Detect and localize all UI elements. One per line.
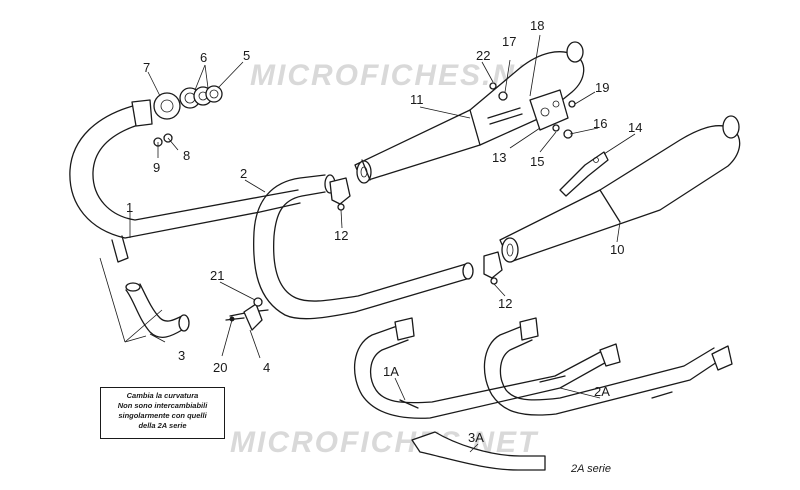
bracket-14 (559, 151, 609, 197)
muffler-10 (499, 115, 741, 263)
pipe-1a-outline (353, 317, 621, 419)
callout-3: 3 (178, 348, 185, 363)
pipe-3a-outline (411, 431, 546, 471)
note-line-1: Cambia la curvatura (126, 391, 199, 400)
callout-16: 16 (593, 116, 607, 131)
callout-7: 7 (143, 60, 150, 75)
callout-12-lower: 12 (498, 296, 512, 311)
callout-2a: 2A (594, 384, 610, 399)
note-line-3: singolarmente con quelli (118, 411, 207, 420)
callout-8: 8 (183, 148, 190, 163)
callout-5: 5 (243, 48, 250, 63)
clamp-12-lower (483, 251, 503, 285)
callout-9: 9 (153, 160, 160, 175)
callout-1: 1 (126, 200, 133, 215)
callout-17: 17 (502, 34, 516, 49)
callout-19: 19 (595, 80, 609, 95)
callout-6: 6 (200, 50, 207, 65)
callout-21: 21 (210, 268, 224, 283)
note-line-4: della 2A serie (138, 421, 187, 430)
note-box: Cambia la curvatura Non sono intercambia… (100, 387, 225, 439)
mount-plate-13 (487, 82, 576, 139)
callout-3a: 3A (468, 430, 484, 445)
clamp-12-upper (329, 177, 351, 211)
flange-nut-group (153, 85, 223, 120)
callout-2: 2 (240, 166, 247, 181)
callout-12-upper: 12 (334, 228, 348, 243)
exhaust-pipe-3 (125, 282, 190, 338)
callout-15: 15 (530, 154, 544, 169)
callout-18: 18 (530, 18, 544, 33)
bracket-4 (225, 297, 263, 331)
leader-lines (99, 34, 636, 453)
callout-22: 22 (476, 48, 490, 63)
callout-4: 4 (263, 360, 270, 375)
series-label: 2A serie (570, 463, 611, 475)
callout-14: 14 (628, 120, 642, 135)
callout-20: 20 (213, 360, 227, 375)
callout-11: 11 (410, 92, 424, 107)
callout-1a: 1A (383, 364, 399, 379)
exhaust-pipe-1 (69, 99, 301, 263)
callout-13: 13 (492, 150, 506, 165)
note-line-2: Non sono intercambiabili (117, 401, 208, 410)
nut-washer-8-9 (153, 133, 179, 158)
pipe-2a-outline (483, 317, 733, 416)
exhaust-pipe-2 (229, 174, 474, 320)
callout-10: 10 (610, 242, 624, 257)
muffler-11 (354, 41, 585, 184)
